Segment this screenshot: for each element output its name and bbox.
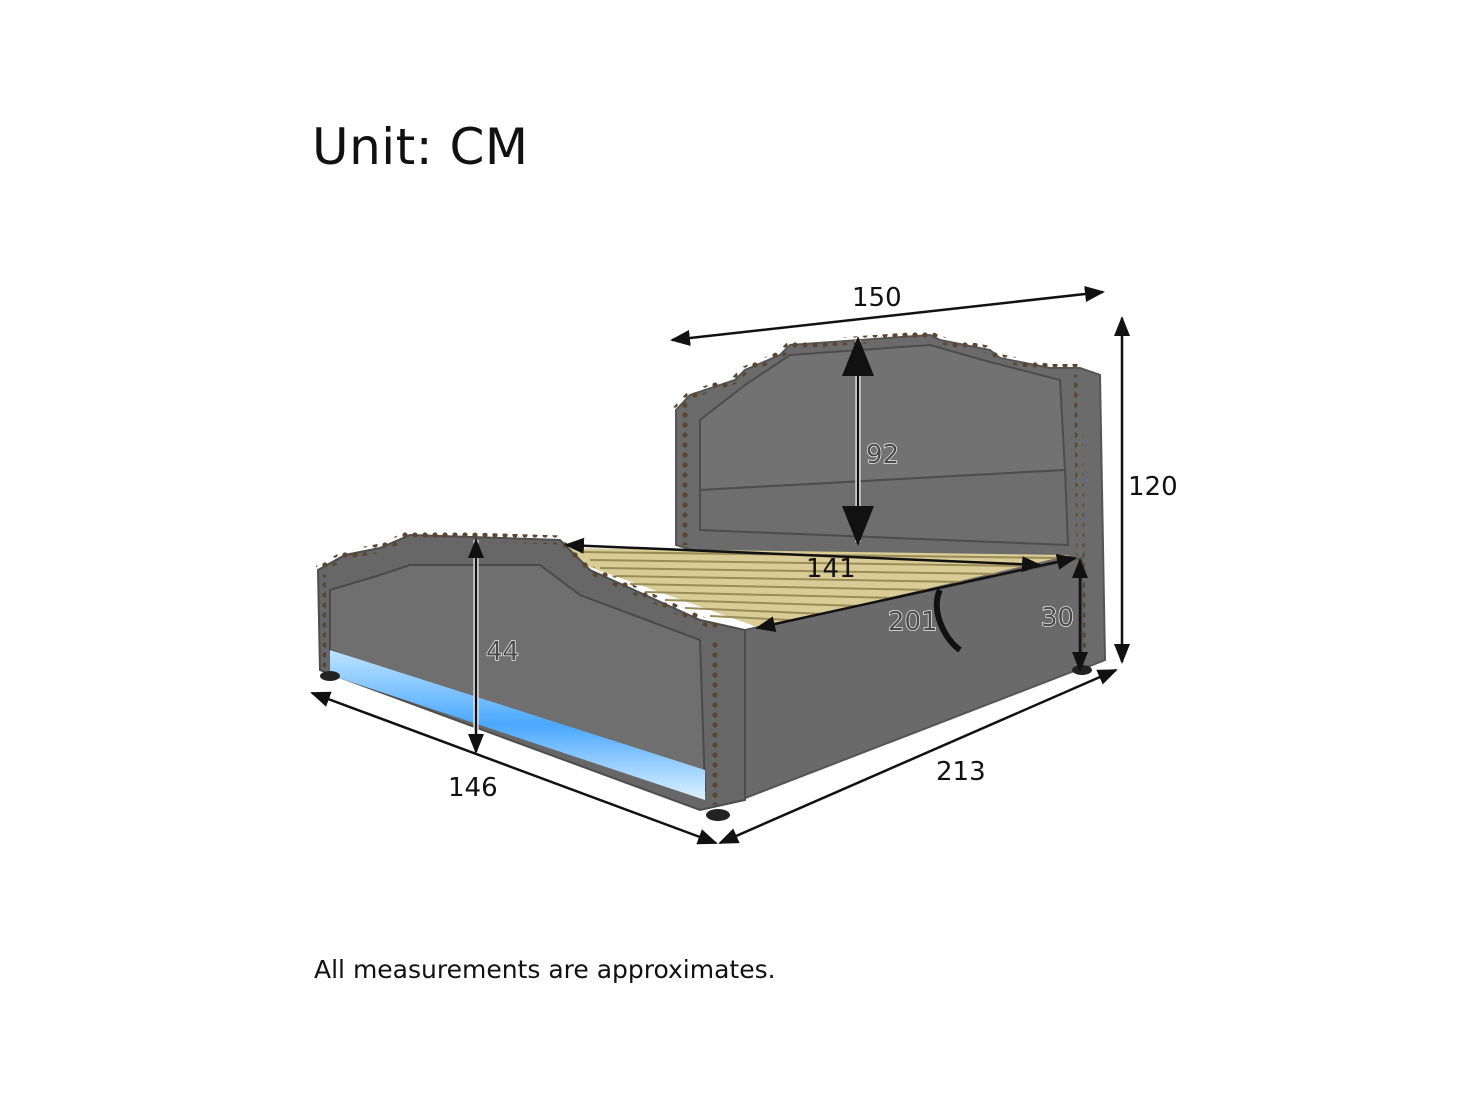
dim-label-213: 213 [936, 757, 986, 787]
dim-201-line [755, 554, 1077, 632]
unit-title: Unit: CM [312, 118, 529, 176]
dim-label-146: 146 [448, 773, 498, 803]
dim-150-line [670, 286, 1105, 346]
dim-146-line [310, 691, 718, 845]
bed-foot [320, 671, 340, 681]
dim-213-line [718, 668, 1118, 845]
measurement-disclaimer: All measurements are approximates. [314, 955, 776, 984]
bed-foot [706, 809, 730, 821]
dimension-lines [310, 286, 1130, 845]
dim-label-201: 201 [888, 607, 938, 637]
dim-label-120: 120 [1128, 472, 1178, 502]
bed-foot [1072, 665, 1092, 675]
dim-label-141: 141 [806, 554, 856, 584]
dim-label-30: 30 [1041, 603, 1074, 633]
dim-label-44: 44 [486, 637, 519, 667]
dim-label-92: 92 [866, 440, 899, 470]
dim-label-150: 150 [852, 283, 902, 313]
